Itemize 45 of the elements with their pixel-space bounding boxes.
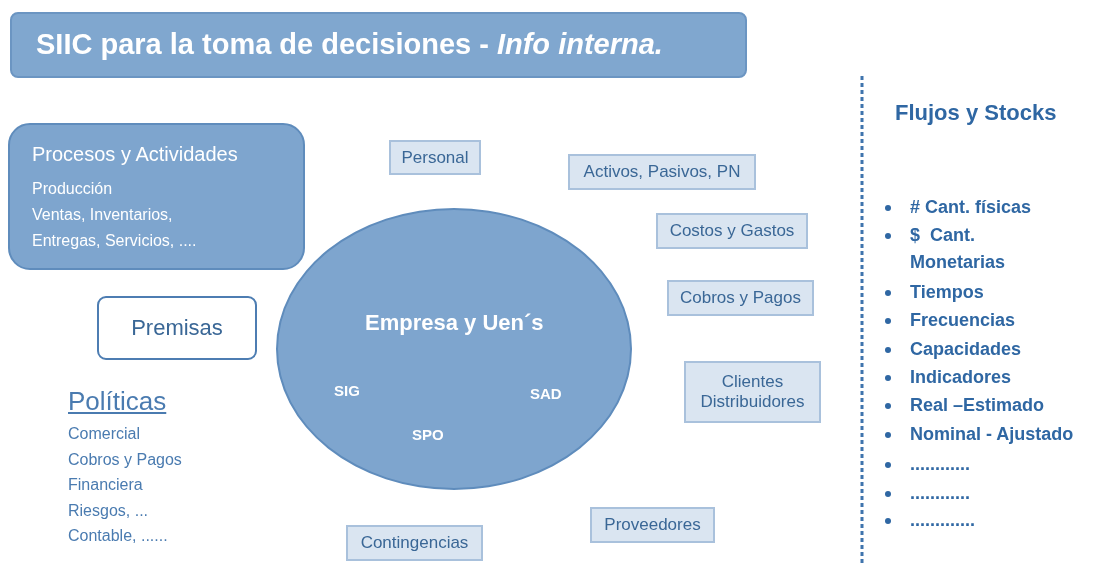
topic-box xyxy=(346,525,483,561)
subsystem-text: SIG xyxy=(334,382,360,399)
topic-box xyxy=(667,280,814,316)
ellipse-heading: Empresa y Uen´s xyxy=(365,310,544,336)
topic-box xyxy=(568,154,756,190)
measure-item: Tiempos xyxy=(910,281,984,304)
measure-item: $ Cant. Monetarias xyxy=(910,224,1007,274)
topic-text: Cobros y Pagos xyxy=(680,288,801,308)
topic-box xyxy=(590,507,715,543)
activity-text: Ventas, Inventarios, xyxy=(32,206,173,224)
measure-item: Indicadores xyxy=(910,366,1012,389)
measure-item: Frecuencias xyxy=(910,309,1016,332)
topic-text: Costos y Gastos xyxy=(669,221,795,241)
policy-heading: Políticas xyxy=(68,386,167,417)
measure-item: # Cant. físicas xyxy=(910,196,1032,219)
topic-box xyxy=(684,361,821,423)
activity-text: Entregas, Servicios, .... xyxy=(32,232,197,250)
measure-item: ............ xyxy=(910,482,970,505)
policy-item: Financiera xyxy=(68,476,143,494)
topic-text: Proveedores xyxy=(604,515,701,535)
subsystem-text: SPO xyxy=(412,426,444,443)
activity-text: Producción xyxy=(32,180,113,198)
policy-item: Contable, ...... xyxy=(68,527,168,545)
topic-text: Activos, Pasivos, PN xyxy=(583,162,741,182)
topic-text: Contingencias xyxy=(360,533,469,553)
title-text: SIIC para la toma de decisiones - Info interna. xyxy=(36,28,663,61)
premise-text: Premisas xyxy=(131,315,223,341)
measure-item: Capacidades xyxy=(910,338,1022,361)
policy-item: Comercial xyxy=(68,425,140,443)
topic-text: Personal xyxy=(401,147,469,168)
policy-item: Cobros y Pagos xyxy=(68,450,182,469)
topic-box xyxy=(656,213,808,249)
measure-item: ............ xyxy=(910,453,970,476)
title-banner xyxy=(10,12,747,78)
measure-item: Nominal - Ajustado xyxy=(910,423,1074,446)
measure-item: ............. xyxy=(910,509,975,532)
policy-item: Riesgos, ... xyxy=(68,501,149,520)
panel-heading: Flujos y Stocks xyxy=(895,100,1057,126)
process-panel xyxy=(8,123,305,270)
measure-item: Real –Estimado xyxy=(910,394,1045,417)
topic-text: Clientes Distribuidores xyxy=(699,372,806,412)
premise-box xyxy=(97,296,257,360)
panel-heading: Procesos y Actividades xyxy=(32,143,238,166)
subsystem-text: SAD xyxy=(530,385,562,402)
topic-box xyxy=(389,140,481,175)
